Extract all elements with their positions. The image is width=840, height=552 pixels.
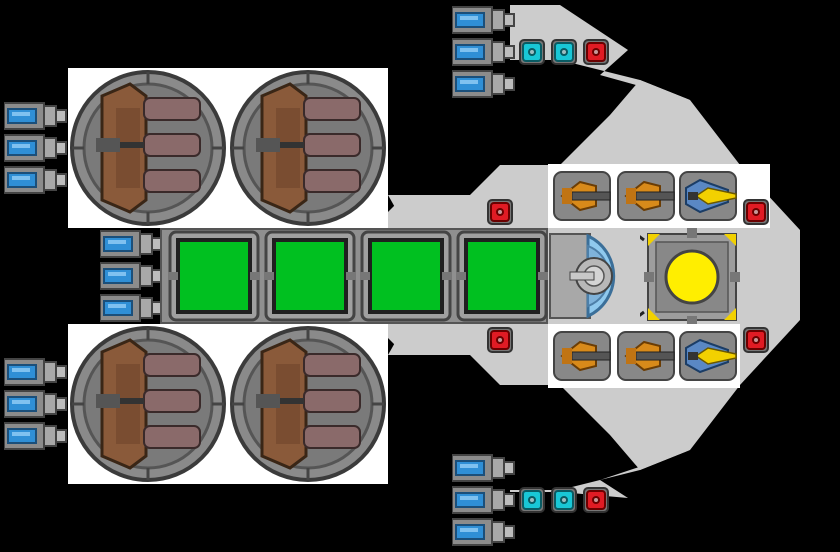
cannon-top-2[interactable] [616, 168, 676, 224]
missile-top[interactable] [678, 168, 738, 224]
power-node-nose-bottom[interactable] [742, 326, 770, 354]
power-node-mid-bottom[interactable] [486, 326, 514, 354]
cargo-4[interactable] [456, 230, 548, 322]
thruster-14[interactable] [452, 484, 516, 516]
thruster-13[interactable] [452, 452, 516, 484]
thruster-1[interactable] [4, 100, 68, 132]
cargo-3[interactable] [360, 230, 452, 322]
thruster-6[interactable] [4, 420, 68, 452]
shield-node-top-1[interactable] [518, 38, 546, 66]
cannon-top-1[interactable] [552, 168, 612, 224]
thruster-11[interactable] [452, 36, 516, 68]
shield-node-bottom-1[interactable] [518, 486, 546, 514]
thruster-8[interactable] [100, 260, 164, 292]
thruster-4[interactable] [4, 356, 68, 388]
power-node-nose-top[interactable] [742, 198, 770, 226]
cannon-bottom-2[interactable] [616, 328, 676, 384]
thruster-15[interactable] [452, 516, 516, 548]
thruster-10[interactable] [452, 4, 516, 36]
thruster-5[interactable] [4, 388, 68, 420]
thruster-9[interactable] [100, 292, 164, 324]
turret-nw[interactable] [68, 68, 228, 228]
power-node-mid-top[interactable] [486, 198, 514, 226]
shield-node-bottom-2[interactable] [550, 486, 578, 514]
reactor-core[interactable] [640, 228, 740, 324]
power-node-top[interactable] [582, 38, 610, 66]
cockpit-dome[interactable] [548, 228, 644, 324]
thruster-3[interactable] [4, 164, 68, 196]
cargo-2[interactable] [264, 230, 356, 322]
cannon-bottom-1[interactable] [552, 328, 612, 384]
turret-sw[interactable] [68, 324, 228, 484]
turret-ne[interactable] [228, 68, 388, 228]
cargo-1[interactable] [168, 230, 260, 322]
power-node-bottom[interactable] [582, 486, 610, 514]
turret-se[interactable] [228, 324, 388, 484]
thruster-7[interactable] [100, 228, 164, 260]
thruster-12[interactable] [452, 68, 516, 100]
shield-node-top-2[interactable] [550, 38, 578, 66]
missile-bottom[interactable] [678, 328, 738, 384]
thruster-2[interactable] [4, 132, 68, 164]
